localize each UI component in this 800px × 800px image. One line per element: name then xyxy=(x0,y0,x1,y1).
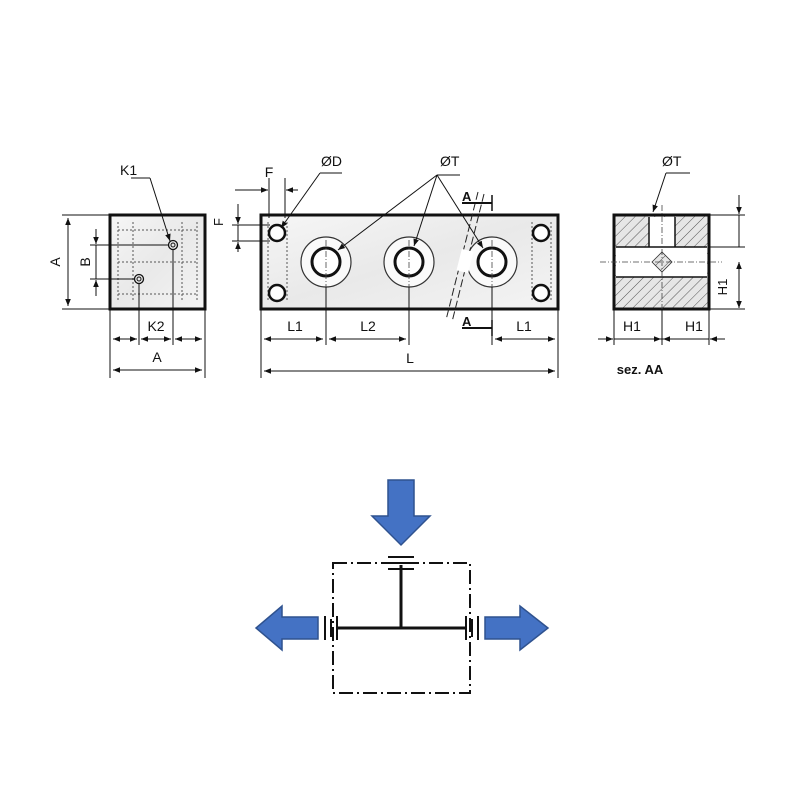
label-section-t: ØT xyxy=(662,153,682,169)
side-port-upper xyxy=(167,239,179,251)
side-port-lower xyxy=(133,273,145,285)
label-a-vertical: A xyxy=(47,257,63,267)
label-h1-left: H1 xyxy=(623,318,641,334)
outlet-arrow-left xyxy=(254,604,319,652)
label-k1: K1 xyxy=(120,162,137,178)
label-k2: K2 xyxy=(147,318,164,334)
label-l2: L2 xyxy=(360,318,376,334)
label-diameter-d: ØD xyxy=(321,153,342,169)
front-view: A A F F ØD ØT L1 L2 xyxy=(211,153,560,378)
label-l1-right: L1 xyxy=(516,318,532,334)
label-diameter-t: ØT xyxy=(440,153,460,169)
label-h1-vertical: H1 xyxy=(715,279,730,296)
left-port-symbol xyxy=(324,616,338,640)
label-section-bottom: A xyxy=(462,314,472,329)
mount-hole-bottom-left xyxy=(267,283,287,303)
flow-schematic xyxy=(254,479,550,694)
side-view-block xyxy=(108,213,207,311)
right-port-symbol xyxy=(465,616,479,640)
inlet-port-symbol xyxy=(388,556,414,570)
label-f-side: F xyxy=(211,218,226,226)
port-3 xyxy=(466,236,518,317)
outlet-arrow-right xyxy=(484,604,550,652)
label-h1-right: H1 xyxy=(685,318,703,334)
section-view: ØT H1 H1 H1 sez. AA xyxy=(598,153,745,377)
mount-hole-bottom-right xyxy=(531,283,551,303)
label-l: L xyxy=(406,350,414,366)
label-a-bottom: A xyxy=(152,349,162,365)
label-l1-left: L1 xyxy=(287,318,303,334)
inlet-arrow xyxy=(370,479,432,547)
label-f-top: F xyxy=(265,164,274,180)
front-view-hidden-lines xyxy=(267,222,552,302)
label-b: B xyxy=(77,257,93,266)
side-view-hidden-lines xyxy=(117,222,198,302)
mount-hole-top-left xyxy=(267,223,287,243)
manifold-boundary xyxy=(332,562,471,694)
label-section-top: A xyxy=(462,189,472,204)
mount-hole-top-right xyxy=(531,223,551,243)
section-caption: sez. AA xyxy=(617,362,664,377)
port-2 xyxy=(383,236,435,317)
side-view: K1 A B K2 A xyxy=(47,162,207,378)
